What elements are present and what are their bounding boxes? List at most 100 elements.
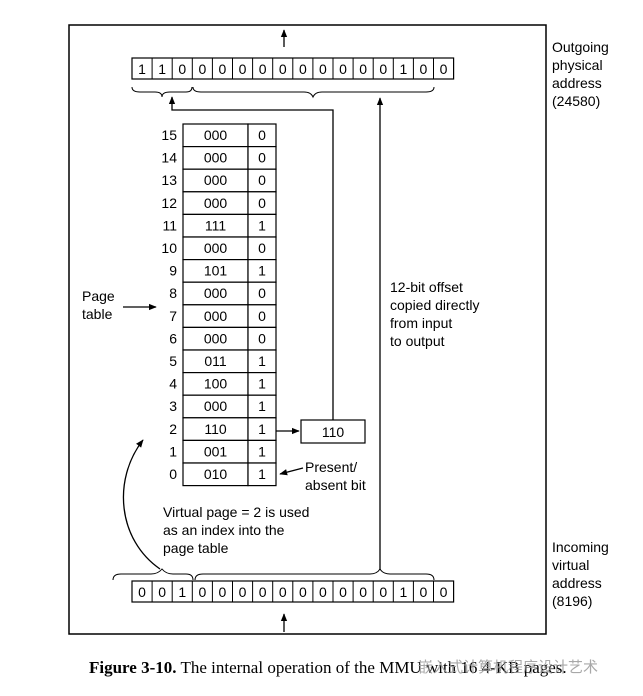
page-table-row: 5 011 1	[169, 349, 277, 374]
incoming-label-line-1: Incoming	[552, 539, 609, 555]
outgoing-label: Outgoing physical address (24580)	[552, 39, 609, 109]
present-bit: 0	[258, 172, 266, 188]
input-offset-brace	[194, 568, 435, 581]
figure-caption: Figure 3-10. The internal operation of t…	[89, 658, 567, 678]
incoming-label-line-4: (8196)	[552, 593, 592, 609]
present-bit: 0	[258, 240, 266, 256]
incoming-bit: 0	[420, 584, 428, 600]
page-index: 2	[169, 421, 177, 437]
page-index: 9	[169, 263, 177, 279]
page-index: 10	[161, 240, 177, 256]
outgoing-bit: 0	[440, 61, 448, 77]
frame-number: 000	[204, 330, 228, 346]
present-cell	[247, 462, 277, 487]
present-label-line-1: Present/	[305, 459, 357, 475]
page-table-row: 1 001 1	[169, 439, 277, 464]
virtual-page-index-arrow	[122, 439, 161, 570]
outgoing-bit: 0	[259, 61, 267, 77]
incoming-bit: 0	[239, 584, 247, 600]
outgoing-bit: 0	[379, 61, 387, 77]
present-bit: 0	[258, 330, 266, 346]
frame-number: 111	[205, 217, 226, 233]
page-table-row: 2 110 1	[169, 417, 277, 441]
outgoing-bit: 0	[420, 61, 428, 77]
virtual-page-label-line-3: page table	[163, 540, 229, 556]
page-index: 13	[161, 172, 177, 188]
frame-number: 000	[204, 172, 228, 188]
outgoing-bit: 0	[359, 61, 367, 77]
present-bit: 1	[258, 217, 266, 233]
watermark: 嵌入式计算机程序设计艺术	[418, 658, 599, 676]
output-frame-value: 110	[322, 424, 345, 440]
outgoing-bit: 0	[239, 61, 247, 77]
outgoing-bit: 0	[319, 61, 327, 77]
output-page-brace	[131, 86, 193, 98]
outgoing-bit: 0	[299, 61, 307, 77]
outgoing-bit: 0	[219, 61, 227, 77]
incoming-bit: 0	[440, 584, 448, 600]
offset-label-line-1: 12-bit offset	[390, 279, 463, 295]
page-table-label-line-2: table	[82, 306, 113, 322]
present-bit: 1	[258, 443, 266, 459]
page-index: 1	[169, 443, 177, 459]
present-bit: 1	[258, 421, 266, 437]
incoming-bit: 0	[279, 584, 287, 600]
frame-number: 000	[204, 150, 228, 166]
mmu-frame	[68, 24, 547, 635]
incoming-bit: 1	[399, 584, 407, 600]
page-table-row: 9 101 1	[169, 259, 277, 283]
incoming-bit: 0	[138, 584, 146, 600]
incoming-bit: 0	[359, 584, 367, 600]
present-bit: 1	[258, 376, 266, 392]
outgoing-bit: 1	[158, 61, 166, 77]
page-index: 5	[169, 353, 177, 369]
present-label: Present/ absent bit	[305, 459, 366, 493]
page-index: 14	[161, 150, 177, 166]
present-bit: 0	[258, 150, 266, 166]
input-page-brace	[112, 568, 194, 581]
offset-label-line-4: to output	[390, 333, 445, 349]
present-bit: 0	[258, 285, 266, 301]
outgoing-bit: 0	[198, 61, 206, 77]
frame-number: 000	[204, 127, 228, 143]
present-bit: 0	[258, 308, 266, 324]
frame-number: 110	[204, 421, 227, 437]
page-index: 6	[169, 330, 177, 346]
frame-number: 001	[204, 443, 228, 459]
offset-label: 12-bit offset copied directly from input…	[390, 279, 480, 349]
frame-number: 101	[204, 263, 228, 279]
incoming-bit: 0	[319, 584, 327, 600]
page-index: 12	[161, 195, 177, 211]
incoming-bit: 0	[158, 584, 166, 600]
frame-number: 000	[204, 398, 228, 414]
present-bit: 0	[258, 127, 266, 143]
incoming-label-line-2: virtual	[552, 557, 589, 573]
present-bit: 1	[258, 263, 266, 279]
output-offset-brace	[192, 86, 435, 99]
frame-number: 011	[204, 353, 227, 369]
outgoing-bit: 1	[138, 61, 146, 77]
incoming-bit: 0	[198, 584, 206, 600]
outgoing-label-line-2: physical	[552, 57, 603, 73]
frame-number: 000	[204, 308, 228, 324]
virtual-page-label-line-2: as an index into the	[163, 522, 285, 538]
incoming-bit: 0	[299, 584, 307, 600]
virtual-page-label-line-1: Virtual page = 2 is used	[163, 504, 309, 520]
page-table-label: Page table	[82, 288, 115, 322]
present-bit: 1	[258, 353, 266, 369]
page-index: 4	[169, 376, 177, 392]
page-index: 15	[161, 127, 177, 143]
